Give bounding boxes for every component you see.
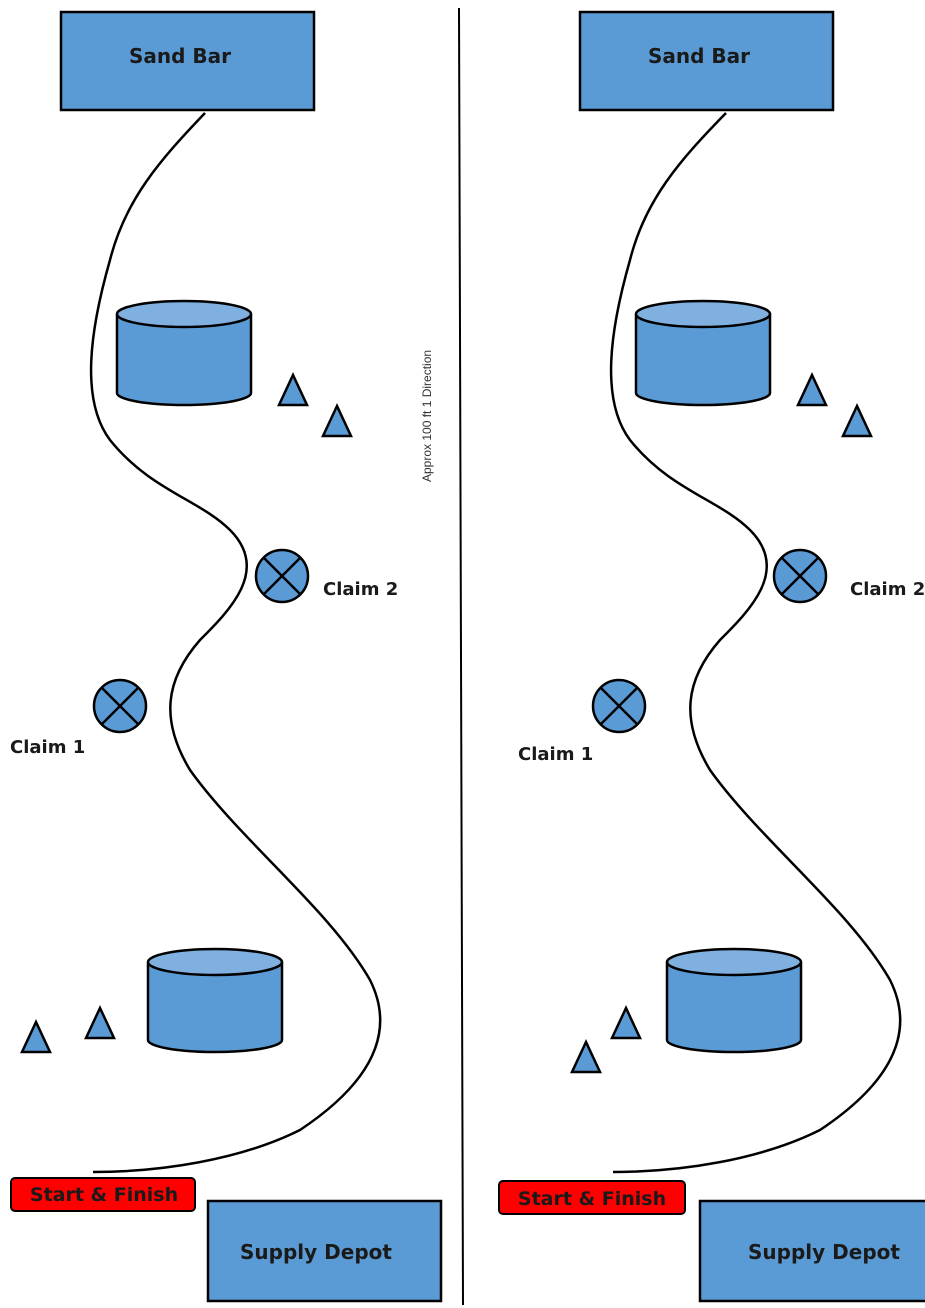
right-supply-depot: Supply Depot bbox=[698, 1199, 925, 1303]
right-sand-bar-label: Sand Bar bbox=[648, 44, 750, 68]
left-claim-1-label: Claim 1 bbox=[10, 737, 85, 758]
right-course-path bbox=[609, 112, 902, 1174]
left-start-finish: Start & Finish bbox=[10, 1177, 196, 1212]
right-start-finish-label: Start & Finish bbox=[518, 1188, 666, 1210]
left-upper-barrel-icon bbox=[115, 299, 253, 407]
left-claim-1-marker-icon bbox=[92, 678, 148, 734]
left-lower-barrel-icon bbox=[146, 947, 284, 1054]
right-lower-barrel-icon bbox=[665, 947, 803, 1054]
left-sand-bar-label: Sand Bar bbox=[129, 44, 231, 68]
left-claim-2-marker-icon bbox=[254, 548, 310, 604]
left-sand-bar: Sand Bar bbox=[59, 10, 316, 112]
right-claim-2-marker-icon bbox=[772, 548, 828, 604]
right-claim-2-label: Claim 2 bbox=[850, 579, 925, 600]
center-divider bbox=[458, 7, 464, 1306]
right-start-finish: Start & Finish bbox=[498, 1180, 686, 1215]
right-sand-bar: Sand Bar bbox=[578, 10, 835, 112]
left-course-path bbox=[89, 112, 382, 1174]
right-claim-1-marker-icon bbox=[591, 678, 647, 734]
left-lower-cone-2-icon bbox=[84, 1005, 116, 1040]
right-lower-cone-1-icon bbox=[570, 1039, 602, 1074]
left-claim-2-label: Claim 2 bbox=[323, 579, 398, 600]
left-upper-cone-1-icon bbox=[277, 372, 309, 407]
right-course: Sand Bar Claim 2 Claim 1 bbox=[498, 10, 925, 1303]
right-upper-cone-2-icon bbox=[841, 403, 873, 438]
left-upper-cone-2-icon bbox=[321, 403, 353, 438]
direction-note: Approx 100 ft 1 Direction bbox=[420, 350, 434, 482]
right-lower-cone-2-icon bbox=[610, 1005, 642, 1040]
left-start-finish-label: Start & Finish bbox=[30, 1184, 178, 1206]
left-supply-depot-label: Supply Depot bbox=[240, 1240, 392, 1264]
right-supply-depot-label: Supply Depot bbox=[748, 1240, 900, 1264]
right-claim-1-label: Claim 1 bbox=[518, 744, 593, 765]
right-upper-barrel-icon bbox=[634, 299, 772, 407]
left-course: Sand Bar Claim 2 Claim 1 bbox=[10, 10, 443, 1303]
left-supply-depot: Supply Depot bbox=[206, 1199, 443, 1303]
right-upper-cone-1-icon bbox=[796, 372, 828, 407]
left-lower-cone-1-icon bbox=[20, 1019, 52, 1054]
